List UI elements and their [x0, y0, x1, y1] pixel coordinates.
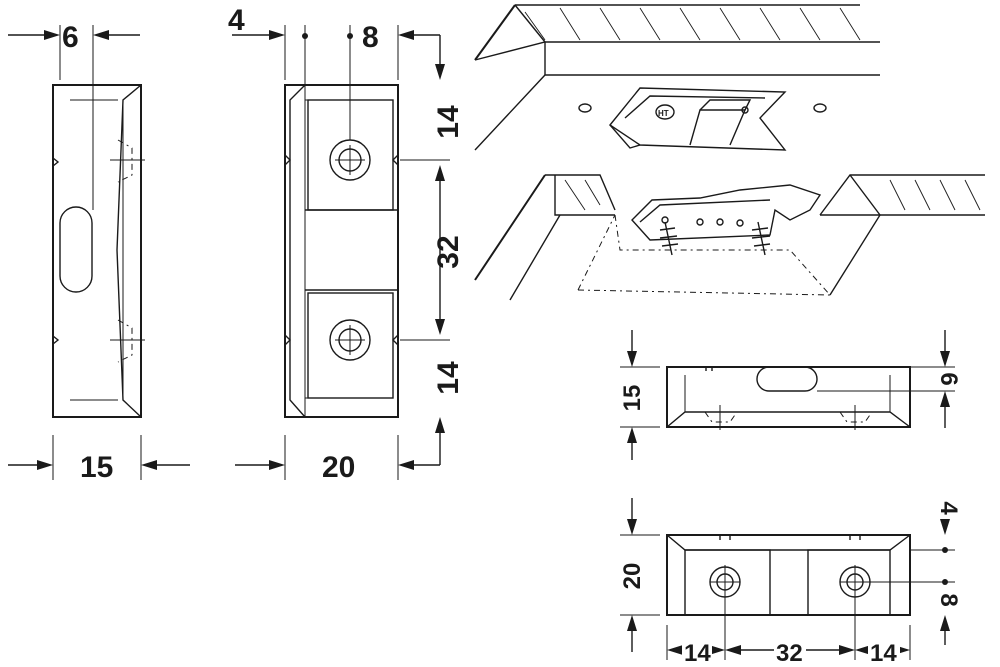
isometric-assembly: HT — [474, 4, 985, 301]
bottom-b-edge-offset-label: 4 — [935, 501, 962, 515]
front-top-margin-label: 14 — [432, 105, 465, 139]
bottom-b-height-label: 20 — [619, 563, 646, 590]
part-brand-label: HT — [658, 109, 669, 118]
bottom-b-left-margin-label: 14 — [684, 640, 711, 667]
bottom-b-hole-diameter-label: 8 — [935, 593, 962, 606]
front-view: 4 8 14 — [228, 4, 465, 484]
bottom-b-right-margin-label: 14 — [870, 640, 897, 667]
bottom-a-height-label: 15 — [619, 385, 646, 412]
side-slot-width-label: 6 — [62, 21, 79, 54]
front-hole-diameter-label: 8 — [362, 21, 379, 54]
front-bottom-margin-label: 14 — [432, 361, 465, 395]
bottom-b-hole-spacing-label: 32 — [776, 640, 803, 667]
bottom-view-holes: 20 4 8 14 32 14 — [619, 498, 962, 667]
front-edge-offset-label: 4 — [228, 4, 245, 37]
front-body-width-label: 20 — [322, 451, 355, 484]
front-hole-spacing-label: 32 — [432, 235, 465, 268]
bottom-a-slot-width-label: 6 — [935, 372, 962, 385]
side-view: 6 15 — [8, 21, 190, 484]
bottom-view-slot: 15 6 — [619, 330, 962, 460]
side-body-width-label: 15 — [80, 451, 113, 484]
